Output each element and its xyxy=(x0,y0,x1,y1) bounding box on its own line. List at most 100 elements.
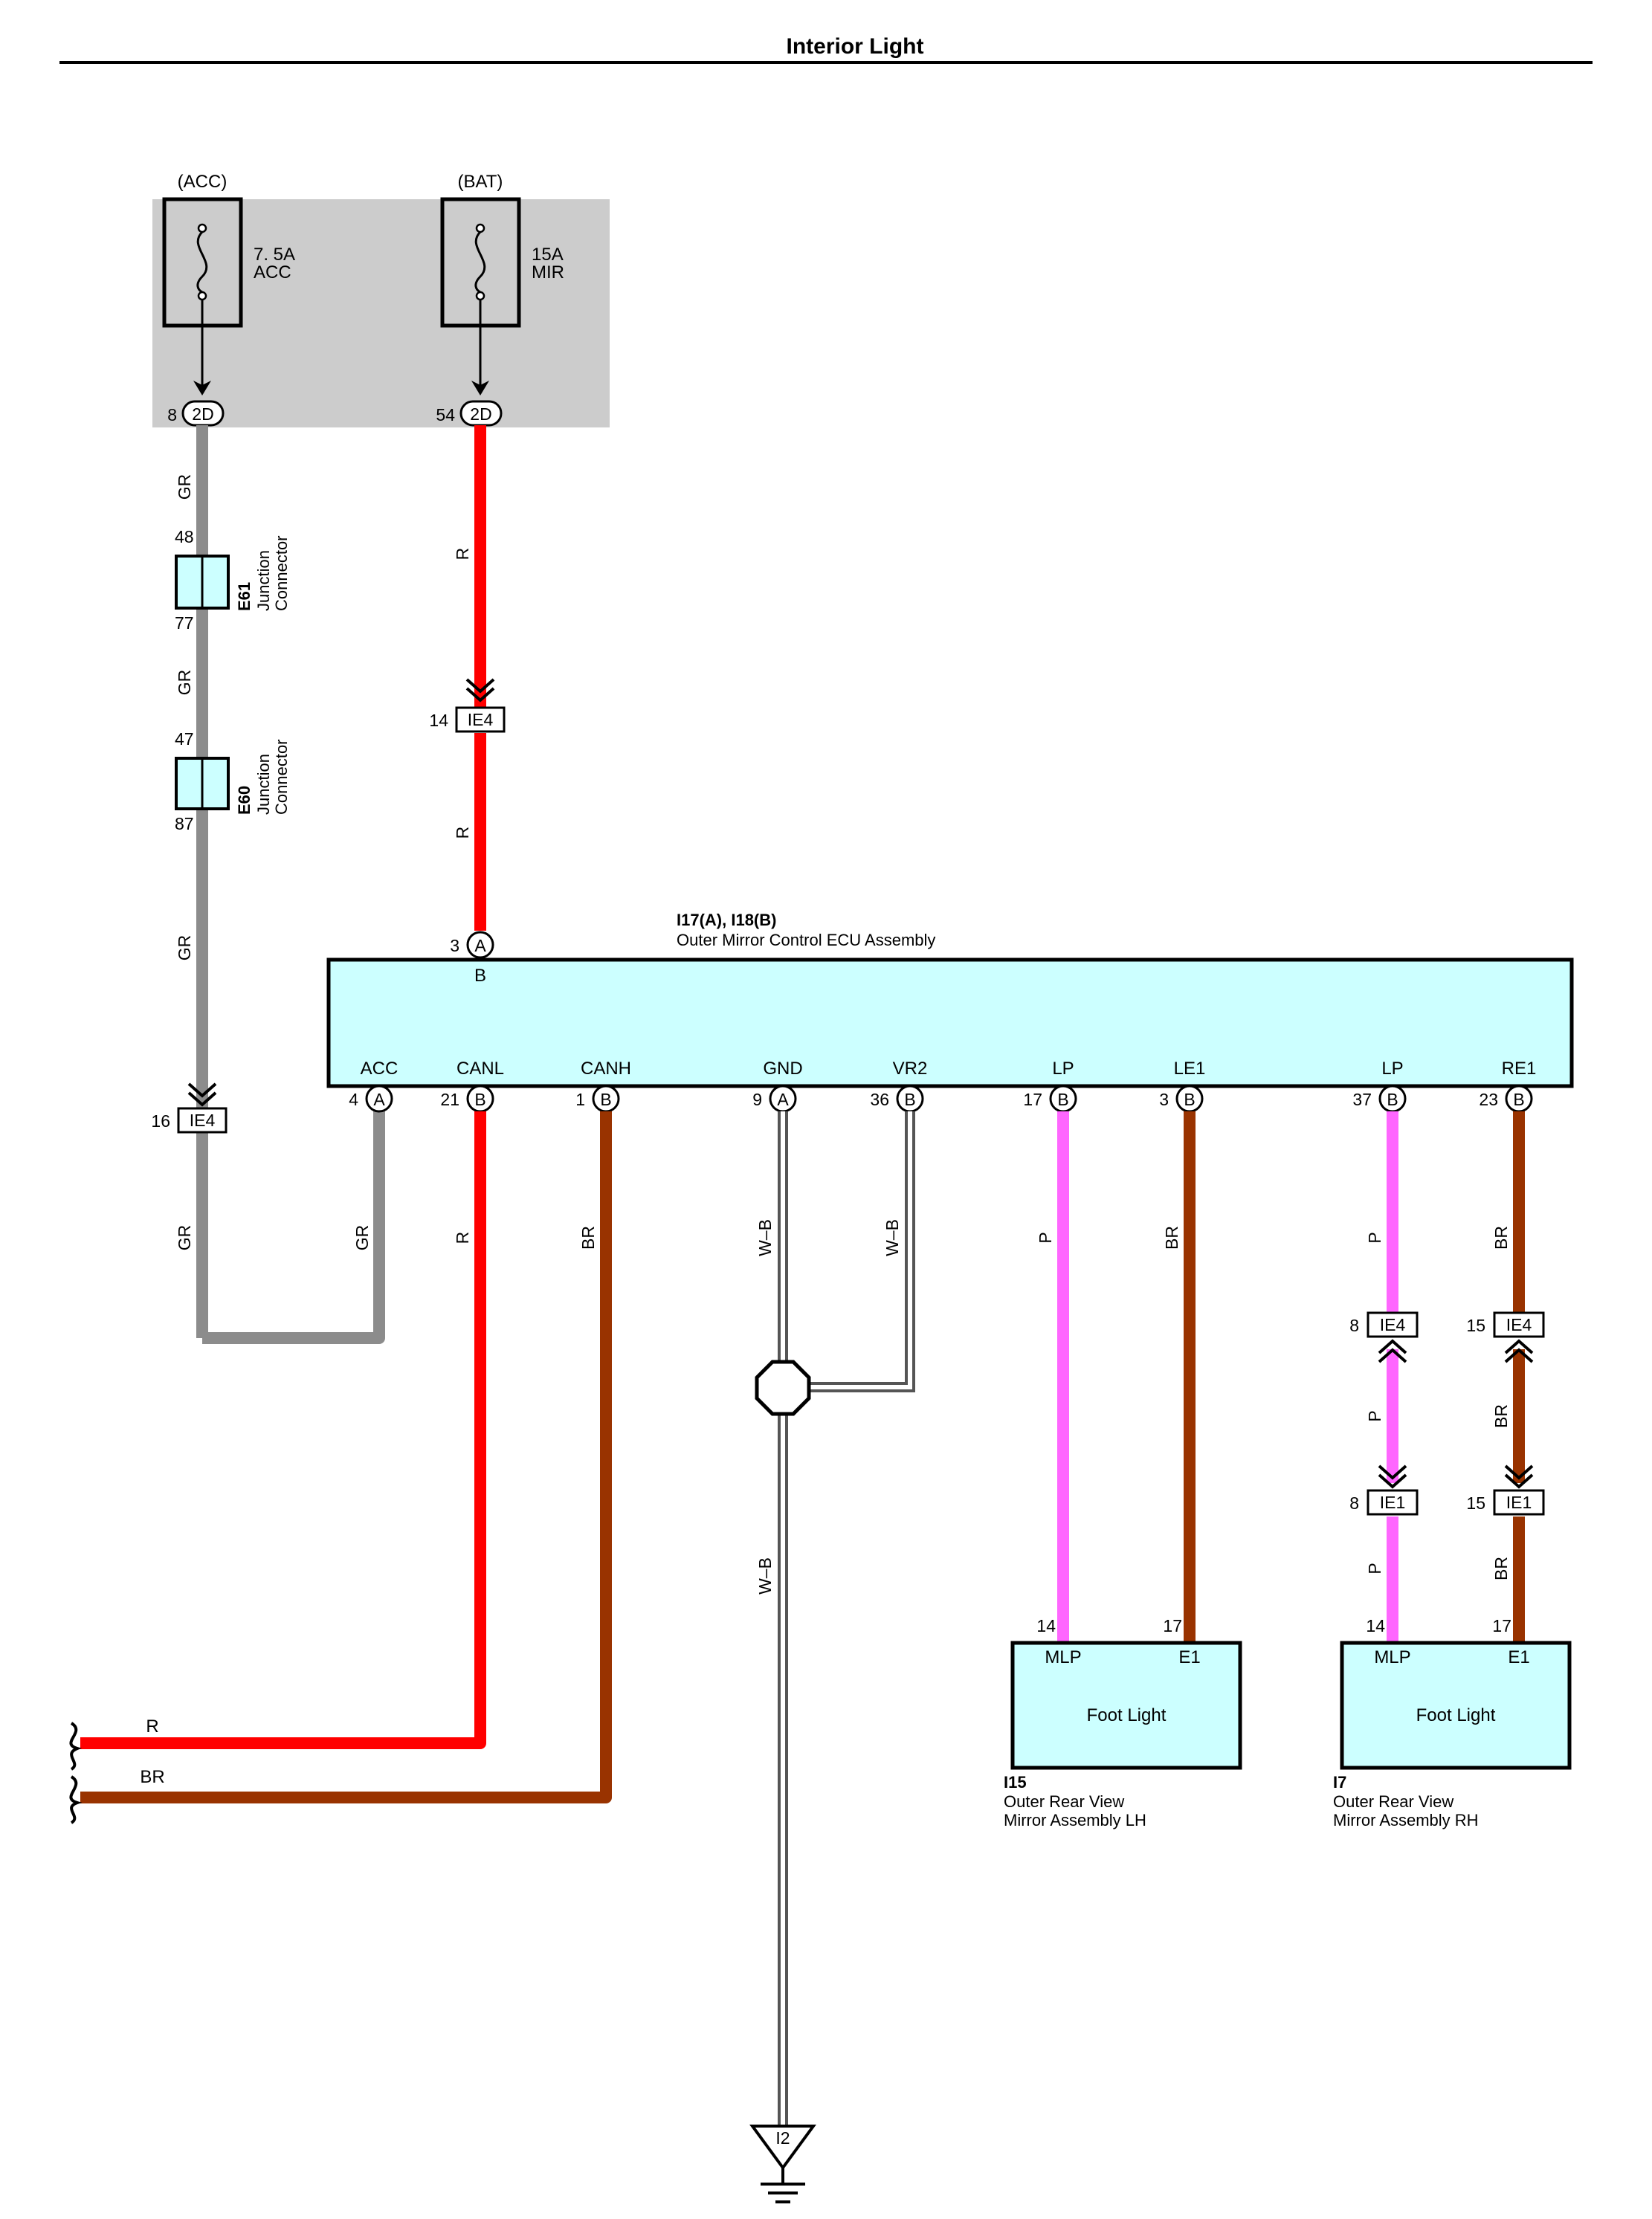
svg-text:Connector: Connector xyxy=(272,535,291,611)
svg-text:A: A xyxy=(777,1090,789,1109)
svg-text:IE4: IE4 xyxy=(1506,1315,1532,1334)
svg-text:BR: BR xyxy=(1491,1557,1511,1580)
svg-text:(BAT): (BAT) xyxy=(458,172,503,192)
wire-r-canl: R R xyxy=(80,1111,486,1749)
connector-ie4-lp: IE4 8 xyxy=(1349,1311,1419,1363)
svg-text:CANH: CANH xyxy=(581,1059,631,1079)
svg-text:W–B: W–B xyxy=(883,1219,902,1256)
svg-text:Mirror Assembly RH: Mirror Assembly RH xyxy=(1333,1811,1479,1829)
svg-text:LP: LP xyxy=(1381,1059,1403,1079)
svg-text:17: 17 xyxy=(1492,1616,1511,1635)
svg-text:A: A xyxy=(474,936,486,955)
svg-text:I2: I2 xyxy=(775,2128,790,2148)
fuse-element-icon xyxy=(196,230,208,294)
svg-text:8: 8 xyxy=(1349,1493,1359,1513)
svg-text:3: 3 xyxy=(1159,1090,1169,1109)
svg-text:Foot Light: Foot Light xyxy=(1087,1705,1167,1725)
svg-text:15A: 15A xyxy=(532,245,564,265)
svg-text:14: 14 xyxy=(1036,1616,1056,1635)
svg-text:Mirror Assembly LH: Mirror Assembly LH xyxy=(1004,1811,1146,1829)
svg-text:Connector: Connector xyxy=(272,739,291,815)
svg-text:37: 37 xyxy=(1352,1090,1372,1109)
svg-text:IE4: IE4 xyxy=(1380,1315,1406,1334)
svg-text:36: 36 xyxy=(870,1090,889,1109)
svg-text:E60: E60 xyxy=(235,786,254,815)
svg-text:15: 15 xyxy=(1466,1316,1485,1335)
fuse-box xyxy=(152,199,610,427)
svg-text:I15: I15 xyxy=(1004,1773,1027,1792)
svg-text:I7: I7 xyxy=(1333,1773,1346,1792)
foot-light-rh: 14 17 MLP E1 Foot Light I7 Outer Rear Vi… xyxy=(1333,1616,1572,1829)
svg-text:E1: E1 xyxy=(1508,1647,1529,1667)
wire-wb-vr2: W–B xyxy=(799,1111,915,1392)
fuse-acc: (ACC) 7. 5A ACC 2D 8 xyxy=(162,172,295,427)
svg-text:MLP: MLP xyxy=(1045,1647,1081,1667)
svg-text:Junction: Junction xyxy=(254,550,273,611)
svg-text:BR: BR xyxy=(578,1226,598,1250)
svg-text:15: 15 xyxy=(1466,1493,1485,1513)
svg-text:I17(A), I18(B): I17(A), I18(B) xyxy=(677,911,776,929)
svg-text:P: P xyxy=(1036,1232,1055,1243)
fuse-element-icon xyxy=(474,230,486,294)
svg-text:MLP: MLP xyxy=(1374,1647,1410,1667)
svg-text:(ACC): (ACC) xyxy=(178,172,228,192)
svg-text:B: B xyxy=(1513,1090,1524,1109)
svg-text:B: B xyxy=(600,1090,611,1109)
svg-text:R: R xyxy=(146,1716,158,1737)
wire-br-lh: BR xyxy=(1162,1111,1196,1643)
svg-text:8: 8 xyxy=(1349,1316,1359,1335)
wire-break-icon xyxy=(69,1722,83,1824)
wire-br-rh: BR BR BR xyxy=(1491,1111,1525,1643)
svg-text:54: 54 xyxy=(436,405,455,424)
svg-text:14: 14 xyxy=(1366,1616,1385,1635)
junction-e61: 48 77 E61 Junction Connector xyxy=(175,527,291,633)
svg-text:48: 48 xyxy=(175,527,194,546)
svg-text:GR: GR xyxy=(175,1225,194,1251)
arrow-down-icon xyxy=(471,381,489,395)
svg-text:R: R xyxy=(453,827,472,839)
foot-light-lh: 14 17 MLP E1 Foot Light I15 Outer Rear V… xyxy=(1004,1616,1242,1829)
svg-text:GND: GND xyxy=(763,1059,802,1079)
svg-text:GR: GR xyxy=(352,1225,372,1251)
wire-gr: GR GR GR GR GR xyxy=(175,425,385,1344)
page-title: Interior Light xyxy=(787,34,924,59)
svg-text:47: 47 xyxy=(175,729,194,749)
svg-text:B: B xyxy=(474,966,486,986)
svg-text:21: 21 xyxy=(440,1090,459,1109)
wire-p-lh: P xyxy=(1036,1111,1069,1643)
svg-text:87: 87 xyxy=(175,814,194,833)
svg-text:14: 14 xyxy=(429,711,448,730)
wire-r-bat: R R xyxy=(453,425,486,931)
svg-text:A: A xyxy=(373,1090,385,1109)
svg-text:4: 4 xyxy=(349,1090,358,1109)
connector-ie4-bat: IE4 14 xyxy=(429,678,506,733)
svg-text:Junction: Junction xyxy=(254,754,273,815)
wire-br-canh: BR BR xyxy=(80,1111,612,1803)
svg-text:BR: BR xyxy=(1491,1404,1511,1428)
svg-text:CANL: CANL xyxy=(456,1059,504,1079)
svg-text:P: P xyxy=(1365,1410,1384,1421)
svg-text:GR: GR xyxy=(175,935,194,961)
connector-ie1-re1: IE1 15 xyxy=(1466,1464,1545,1516)
svg-text:8: 8 xyxy=(167,405,177,424)
fuse-bat: (BAT) 15A MIR 2D 54 xyxy=(436,172,564,427)
svg-text:B: B xyxy=(474,1090,485,1109)
svg-text:LP: LP xyxy=(1052,1059,1074,1079)
splice-point xyxy=(755,1360,811,1416)
svg-text:P: P xyxy=(1365,1563,1384,1574)
svg-text:77: 77 xyxy=(175,613,194,633)
svg-text:23: 23 xyxy=(1479,1090,1498,1109)
svg-text:E1: E1 xyxy=(1178,1647,1200,1667)
svg-text:IE4: IE4 xyxy=(190,1111,216,1130)
connector-ie1-lp: IE1 8 xyxy=(1349,1464,1419,1516)
svg-text:17: 17 xyxy=(1023,1090,1042,1109)
ground-icon: I2 xyxy=(749,2125,816,2203)
junction-e60: 47 87 E60 Junction Connector xyxy=(175,729,291,833)
svg-text:9: 9 xyxy=(752,1090,762,1109)
svg-text:VR2: VR2 xyxy=(893,1059,928,1079)
svg-text:RE1: RE1 xyxy=(1502,1059,1537,1079)
